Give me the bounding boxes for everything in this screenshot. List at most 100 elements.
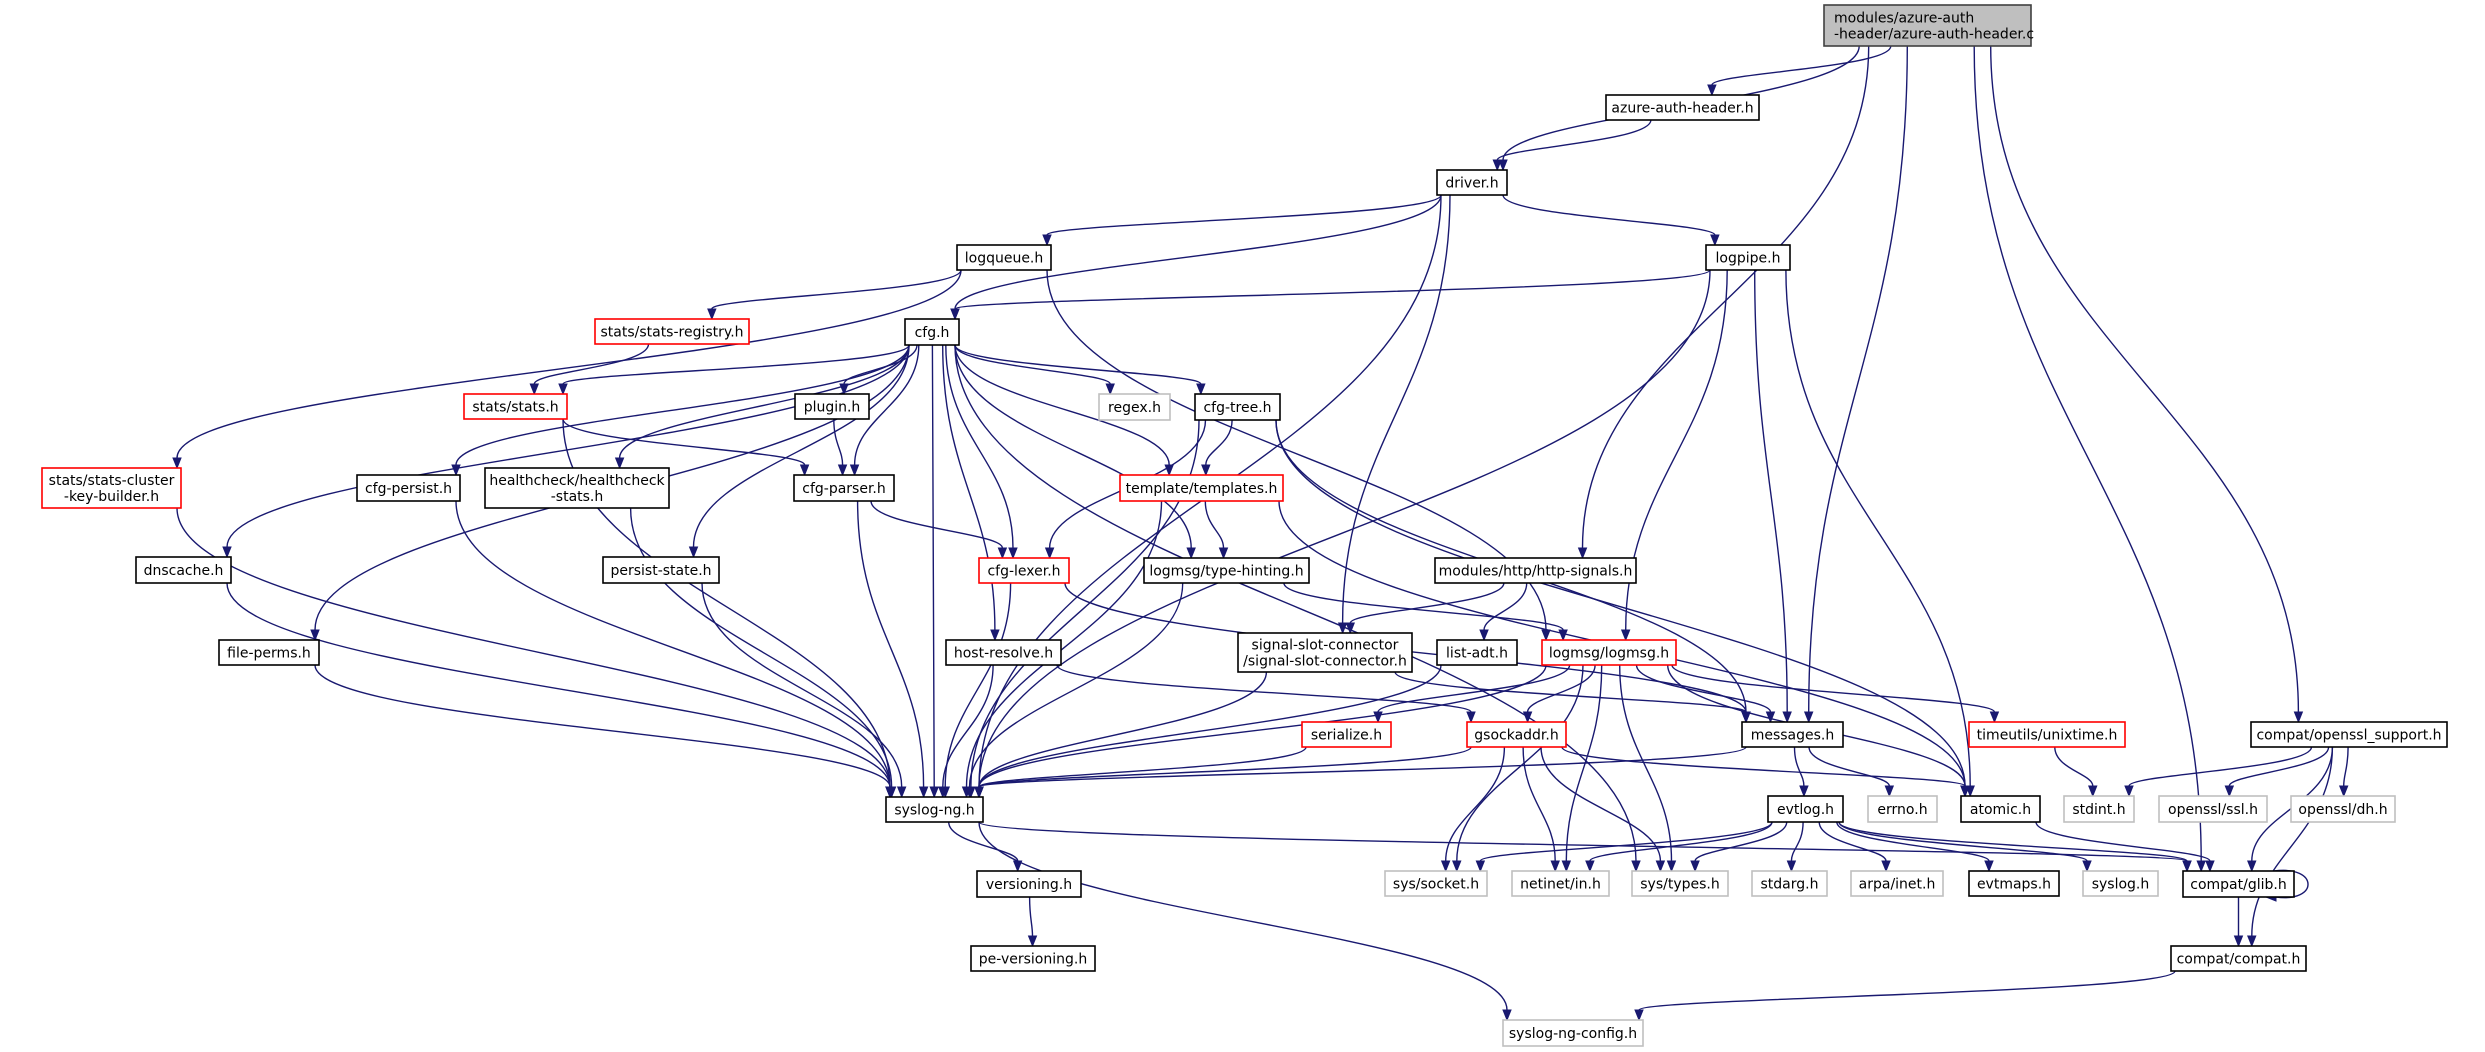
node-syslog-ng-config-h[interactable]: syslog-ng-config.h xyxy=(1502,1019,1644,1047)
edge-healthcheck-h-to-syslog-ng-h xyxy=(629,507,897,799)
edge-stats-h-to-cfg-parser-h xyxy=(562,418,810,477)
node-logpipe-h[interactable]: logpipe.h xyxy=(1705,244,1791,271)
node-logqueue-h[interactable]: logqueue.h xyxy=(956,244,1052,271)
node-regex-h[interactable]: regex.h xyxy=(1098,393,1171,421)
node-plugin-h[interactable]: plugin.h xyxy=(794,393,870,420)
node-healthcheck-healthcheck-stats-h[interactable]: healthcheck/healthcheck-stats.h xyxy=(484,467,670,509)
node-sys-socket-h[interactable]: sys/socket.h xyxy=(1384,870,1488,897)
node-syslog-ng-h[interactable]: syslog-ng.h xyxy=(885,796,984,823)
node-openssl-dh-h[interactable]: openssl/dh.h xyxy=(2290,795,2396,823)
node-syslog-h[interactable]: syslog.h xyxy=(2082,870,2159,897)
node-compat-compat-h[interactable]: compat/compat.h xyxy=(2170,945,2307,972)
edge-line xyxy=(1496,119,1652,161)
node-pe-versioning-h[interactable]: pe-versioning.h xyxy=(970,945,1096,972)
node-azure-auth-header-h[interactable]: azure-auth-header.h xyxy=(1605,94,1760,121)
node-label: compat/compat.h xyxy=(2177,952,2301,968)
edge-line xyxy=(1341,194,1451,624)
node-stats-stats-cluster-key-builder-h[interactable]: stats/stats-cluster-key-builder.h xyxy=(41,467,182,509)
arrowhead-icon xyxy=(1881,860,1891,873)
edge-messages-h-to-errno-h xyxy=(1808,746,1895,798)
node-messages-h[interactable]: messages.h xyxy=(1741,721,1844,748)
node-label: timeutils/unixtime.h xyxy=(1977,728,2118,744)
node-host-resolve-h[interactable]: host-resolve.h xyxy=(945,639,1062,666)
node-persist-state-h[interactable]: persist-state.h xyxy=(602,556,720,584)
node-gsockaddr-h[interactable]: gsockaddr.h xyxy=(1466,721,1567,748)
edge-evtlog-h-to-stdarg-h xyxy=(1786,821,1804,873)
node-cfg-parser-h[interactable]: cfg-parser.h xyxy=(793,474,895,502)
arrowhead-icon xyxy=(1620,629,1631,642)
node-stdint-h[interactable]: stdint.h xyxy=(2063,795,2135,823)
node-modules-azure-auth-header-azure-auth-header-c[interactable]: modules/azure-auth-header/azure-auth-hea… xyxy=(1823,4,2034,47)
node-sys-types-h[interactable]: sys/types.h xyxy=(1631,870,1729,897)
arrowhead-icon xyxy=(1373,711,1383,724)
node-dnscache-h[interactable]: dnscache.h xyxy=(135,556,232,584)
edge-line xyxy=(954,344,1637,862)
node-stdarg-h[interactable]: stdarg.h xyxy=(1751,870,1828,897)
edge-driver-h-to-logpipe-h xyxy=(1502,194,1720,247)
edge-line xyxy=(1671,664,1996,713)
node-evtmaps-h[interactable]: evtmaps.h xyxy=(1968,870,2060,897)
node-atomic-h[interactable]: atomic.h xyxy=(1960,795,2041,823)
arrowhead-icon xyxy=(896,786,907,799)
node-label: stdarg.h xyxy=(1761,877,1819,893)
node-list-adt-h[interactable]: list-adt.h xyxy=(1436,639,1518,666)
edge-line xyxy=(1619,664,1673,862)
node-cfg-persist-h[interactable]: cfg-persist.h xyxy=(356,474,461,502)
edge-line xyxy=(1056,664,1472,713)
node-cfg-lexer-h[interactable]: cfg-lexer.h xyxy=(978,557,1070,584)
edge-line xyxy=(978,664,1442,788)
node-serialize-h[interactable]: serialize.h xyxy=(1301,721,1392,748)
edge-line xyxy=(945,344,1014,549)
edge-logmsg-h-to-gsockaddr-h xyxy=(1522,664,1596,724)
edge-line xyxy=(1349,582,1505,624)
node-logmsg-logmsg-h[interactable]: logmsg/logmsg.h xyxy=(1541,639,1677,666)
node-driver-h[interactable]: driver.h xyxy=(1436,169,1508,196)
node-evtlog-h[interactable]: evtlog.h xyxy=(1767,795,1844,823)
node-label: persist-state.h xyxy=(610,563,711,579)
node-box xyxy=(2082,870,2159,897)
node-openssl-ssl-h[interactable]: openssl/ssl.h xyxy=(2158,795,2268,823)
arrowhead-icon xyxy=(1522,711,1533,724)
arrowhead-icon xyxy=(1541,629,1551,642)
node-box xyxy=(1436,639,1518,666)
edge-line xyxy=(954,344,1202,385)
node-modules-http-http-signals-h[interactable]: modules/http/http-signals.h xyxy=(1434,557,1637,584)
node-file-perms-h[interactable]: file-perms.h xyxy=(218,639,320,666)
node-signal-slot-connector-signal-slot-connector-h[interactable]: signal-slot-connector/signal-slot-connec… xyxy=(1237,632,1413,673)
node-errno-h[interactable]: errno.h xyxy=(1867,795,1938,823)
node-box xyxy=(2182,870,2295,898)
edge-serialize-h-to-syslog-ng-h xyxy=(974,746,1307,799)
edge-dnscache-h-to-syslog-ng-h xyxy=(226,582,895,799)
edge-logmsg-h-to-unixtime-h xyxy=(1671,664,2000,724)
edge-evtlog-h-to-sys-types-h xyxy=(1690,821,1788,873)
edge-cfg-h-to-regex-h xyxy=(954,344,1115,396)
edge-logqueue-h-to-stats-registry-h xyxy=(707,269,962,321)
edge-line xyxy=(1990,45,2300,713)
node-logmsg-type-hinting-h[interactable]: logmsg/type-hinting.h xyxy=(1143,557,1310,584)
node-box xyxy=(956,244,1052,271)
node-box xyxy=(356,474,461,502)
edge-root-to-openssl-support-h xyxy=(1990,45,2304,724)
node-stats-stats-registry-h[interactable]: stats/stats-registry.h xyxy=(594,318,750,345)
node-stats-stats-h[interactable]: stats/stats.h xyxy=(463,393,568,420)
edge-compat-compat-h-to-syslog-ng-config-h xyxy=(1634,970,2176,1022)
edge-line xyxy=(2343,746,2349,787)
node-cfg-tree-h[interactable]: cfg-tree.h xyxy=(1194,393,1281,421)
node-versioning-h[interactable]: versioning.h xyxy=(976,870,1082,898)
node-cfg-h[interactable]: cfg.h xyxy=(904,318,960,346)
node-label: pe-versioning.h xyxy=(979,952,1087,968)
edge-line xyxy=(954,269,1711,310)
edge-line xyxy=(870,500,1004,549)
node-compat-openssl-support-h[interactable]: compat/openssl_support.h xyxy=(2250,721,2448,748)
node-netinet-in-h[interactable]: netinet/in.h xyxy=(1511,870,1610,897)
node-template-templates-h[interactable]: template/templates.h xyxy=(1119,474,1284,502)
edge-line xyxy=(978,664,1547,788)
node-label: atomic.h xyxy=(1970,802,2031,818)
node-timeutils-unixtime-h[interactable]: timeutils/unixtime.h xyxy=(1968,721,2126,748)
edge-line xyxy=(1377,664,1571,713)
edge-root-to-compat-glib-h xyxy=(1973,45,2206,873)
node-arpa-inet-h[interactable]: arpa/inet.h xyxy=(1850,870,1944,897)
node-compat-glib-h[interactable]: compat/glib.h xyxy=(2182,870,2295,898)
edge-line xyxy=(978,746,1472,788)
